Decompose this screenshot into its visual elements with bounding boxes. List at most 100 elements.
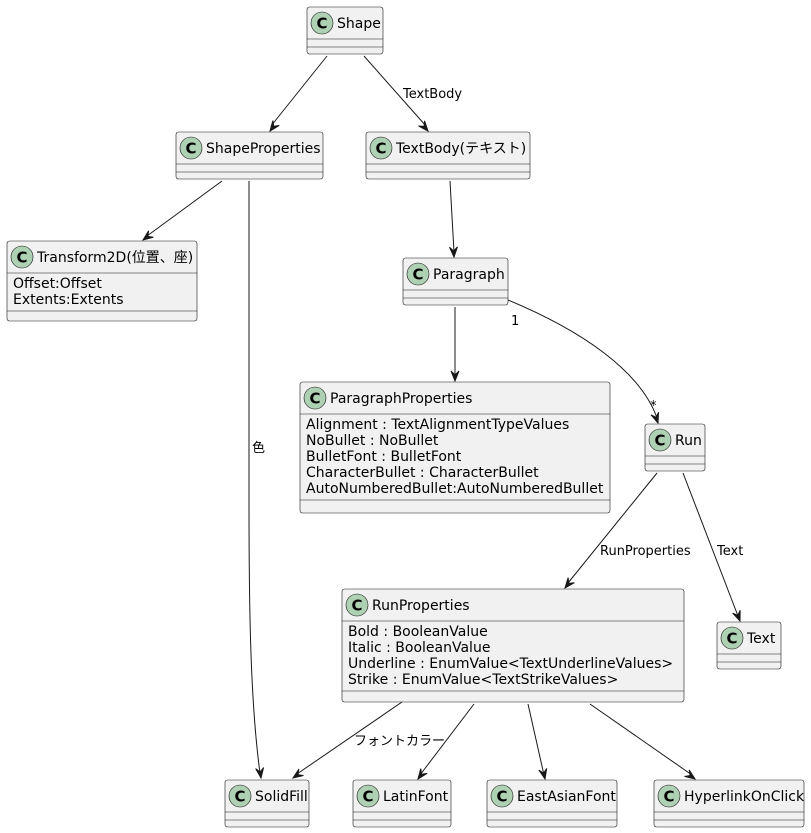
class-attribute: Underline : EnumValue<TextUnderlineValue…	[348, 656, 673, 672]
class-attribute: CharacterBullet : CharacterBullet	[306, 465, 539, 481]
class-icon-glyph: C	[663, 788, 674, 806]
class-name: Text	[746, 631, 776, 647]
edge-shape-to-shape_properties	[269, 55, 328, 133]
edge-label: TextBody	[402, 87, 462, 102]
class-icon	[490, 784, 514, 808]
class-icon	[657, 784, 681, 808]
class-attribute: AutoNumberedBullet:AutoNumberedBullet	[306, 481, 604, 497]
class-icon-glyph: C	[185, 140, 196, 158]
edge-arrowhead	[449, 246, 458, 259]
edge-run_properties-to-latin_font	[417, 703, 475, 781]
edge-arrowhead	[650, 412, 660, 425]
edge-run_properties-to-solid_fill: フォントカラー	[291, 701, 445, 779]
class-icon-glyph: C	[16, 249, 27, 267]
class-icon	[228, 784, 252, 808]
class-name: Transform2D(位置、座)	[36, 250, 193, 266]
class-attribute: Bold : BooleanValue	[348, 624, 488, 640]
class-icon	[406, 262, 430, 286]
edge-run-to-text: Text	[682, 472, 743, 623]
edge-arrowhead	[538, 768, 548, 781]
edge-line	[567, 472, 658, 584]
class-attribute: Strike : EnumValue<TextStrikeValues>	[348, 672, 618, 688]
class-name: ParagraphProperties	[330, 391, 472, 407]
class-icon	[303, 386, 327, 410]
edge-run_properties-to-east_asian_font	[527, 703, 548, 781]
class-name: Shape	[337, 16, 381, 32]
edge-line	[363, 55, 427, 127]
edge-arrowhead	[255, 767, 265, 780]
edge-shape-to-text_body: TextBody	[363, 55, 462, 133]
class-attribute: Extents:Extents	[13, 292, 124, 308]
class-icon-glyph: C	[234, 788, 245, 806]
edge-line	[270, 55, 328, 127]
class-shape[interactable]: C Shape	[306, 6, 384, 55]
class-shape-properties[interactable]: C ShapeProperties	[175, 131, 324, 180]
class-icon-glyph: C	[496, 788, 507, 806]
edge-arrowhead	[450, 370, 460, 383]
class-text[interactable]: C Text	[716, 621, 782, 670]
class-icon-glyph: C	[654, 432, 665, 450]
class-icon-glyph: C	[726, 630, 737, 648]
edge-line	[682, 472, 739, 617]
edge-arrowhead	[684, 769, 697, 780]
class-icon	[648, 428, 672, 452]
class-box	[6, 240, 198, 322]
class-attribute: BulletFont : BulletFont	[306, 449, 462, 465]
edge-line	[419, 703, 475, 776]
edge-arrowhead	[732, 610, 741, 623]
edge-paragraph-to-run: 1*	[507, 299, 660, 425]
class-attribute: Alignment : TextAlignmentTypeValues	[306, 417, 569, 433]
class-name: RunProperties	[372, 598, 470, 614]
edge-arrowhead	[269, 120, 280, 133]
class-east-asian-font[interactable]: C EastAsianFont	[486, 779, 618, 828]
edge-line	[296, 701, 403, 775]
edge-line	[507, 299, 658, 419]
edge-multiplicity-to: *	[650, 399, 657, 414]
edge-arrowhead	[417, 768, 428, 781]
class-icon	[720, 626, 744, 650]
class-box	[365, 131, 531, 180]
class-icon-glyph: C	[316, 15, 327, 33]
edge-label: フォントカラー	[354, 734, 445, 749]
edge-label: RunProperties	[600, 544, 691, 559]
edge-line	[146, 180, 223, 237]
class-icon	[310, 11, 334, 35]
class-hyperlink-on-click[interactable]: C HyperlinkOnClick	[653, 779, 805, 828]
edge-line	[527, 703, 545, 776]
class-transform2d[interactable]: C Transform2D(位置、座) Offset:OffsetExtents:E…	[6, 240, 198, 322]
class-icon	[369, 136, 393, 160]
edge-label: Text	[716, 544, 743, 559]
class-name: HyperlinkOnClick	[684, 789, 805, 805]
class-box	[341, 588, 685, 703]
edge-line	[449, 180, 455, 253]
edge-shape_properties-to-solid_fill: 色	[248, 181, 265, 780]
edge-arrowhead	[418, 120, 429, 133]
class-box	[653, 779, 805, 828]
edge-text_body-to-paragraph	[449, 180, 458, 259]
edge-label: 色	[252, 440, 265, 456]
class-name: EastAsianFont	[517, 789, 616, 805]
edge-multiplicity-from: 1	[511, 314, 519, 329]
class-box	[486, 779, 618, 828]
edge-arrowhead	[291, 768, 304, 779]
edge-line	[248, 181, 261, 774]
class-box	[299, 381, 611, 514]
edge-shape_properties-to-transform2d	[141, 180, 223, 241]
class-icon	[179, 136, 203, 160]
edge-line	[589, 703, 693, 776]
edge-run-to-run_properties: RunProperties	[564, 472, 691, 590]
class-name: ShapeProperties	[206, 141, 321, 157]
edge-run_properties-to-hyperlink_on_click	[589, 703, 697, 780]
class-attribute: Italic : BooleanValue	[348, 640, 490, 656]
class-box	[402, 257, 509, 306]
class-attribute: Offset:Offset	[13, 276, 102, 292]
